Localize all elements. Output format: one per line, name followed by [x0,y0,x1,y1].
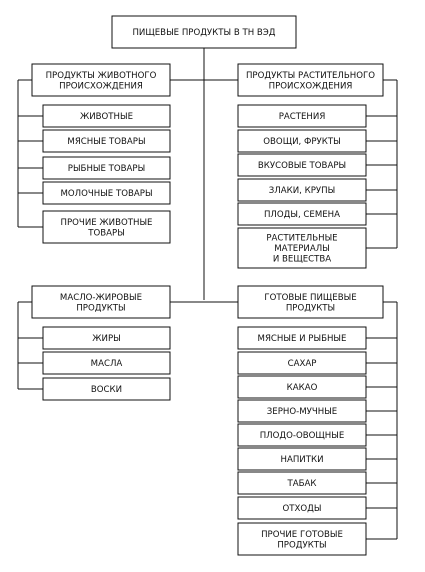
ready-group-header-label: ПРОДУКТЫ [286,303,335,313]
ready-item-box-label: ПЛОДО-ОВОЩНЫЕ [260,431,345,441]
fat-group-header-label: МАСЛО-ЖИРОВЫЕ [60,293,142,303]
ready-item-box-label: НАПИТКИ [280,455,323,465]
ready-item-box-label: МЯСНЫЕ И РЫБНЫЕ [258,334,347,344]
animal-item-box-label: ЖИВОТНЫЕ [80,112,133,122]
plant-item-box-label: ПЛОДЫ, СЕМЕНА [264,210,340,220]
plant-group-header [237,63,384,97]
fat-item-box-label: ЖИРЫ [92,334,120,344]
fat-group-header-label: ПРОДУКТЫ [76,303,125,313]
plant-item-box [237,202,367,226]
animal-item-box-label: РЫБНЫЕ ТОВАРЫ [68,164,145,174]
plant-group-header-label: ПРОДУКТЫ РАСТИТЕЛЬНОГО [246,71,375,81]
ready-item-box-label: ПРОДУКТЫ [277,540,326,550]
plant-item-box [237,129,367,153]
fat-item-box [42,351,171,375]
animal-item-box-label: МОЛОЧНЫЕ ТОВАРЫ [60,189,152,199]
animal-item-box-label: ТОВАРЫ [87,228,125,238]
ready-item-box [237,326,367,350]
plant-item-box-label: МАТЕРИАЛЫ [274,244,330,254]
plant-item-box-label: ОВОЩИ, ФРУКТЫ [263,137,340,147]
fat-item-box [42,377,171,401]
plant-item-box-label: РАСТЕНИЯ [279,112,326,122]
root-node-label: ПИЩЕВЫЕ ПРОДУКТЫ В ТН ВЭД [132,28,275,38]
ready-item-box [237,399,367,423]
plant-group-header-label: ПРОИСХОЖДЕНИЯ [269,81,353,91]
ready-item-box-label: ПРОЧИЕ ГОТОВЫЕ [261,530,343,540]
ready-item-box [237,351,367,375]
ready-item-box-label: ТАБАК [286,479,316,489]
animal-item-box-label: ПРОЧИЕ ЖИВОТНЫЕ [61,218,153,228]
plant-item-box-label: И ВЕЩЕСТВА [273,255,331,265]
animal-item-box [42,210,171,244]
ready-item-box-label: ОТХОДЫ [283,504,322,514]
ready-item-box-label: САХАР [288,359,317,369]
fat-item-box [42,326,171,350]
animal-group-header-label: ПРОДУКТЫ ЖИВОТНОГО [46,71,157,81]
ready-group-header-label: ГОТОВЫЕ ПИЩЕВЫЕ [264,293,356,303]
fat-item-box-label: ВОСКИ [91,385,122,395]
plant-item-box-label: ЗЛАКИ, КРУПЫ [269,186,335,196]
ready-item-box [237,522,367,556]
plant-item-box-label: ВКУСОВЫЕ ТОВАРЫ [258,161,346,171]
ready-item-box [237,375,367,399]
ready-item-box [237,423,367,447]
animal-item-box [42,156,171,180]
animal-item-box [42,181,171,205]
fat-group-header [31,285,171,319]
plant-item-box [237,104,367,128]
ready-item-box-label: КАКАО [287,383,318,393]
fat-item-box-label: МАСЛА [91,359,123,369]
plant-item-box [237,153,367,177]
ready-item-box [237,447,367,471]
animal-group-header [31,63,171,97]
animal-group-header-label: ПРОИСХОЖДЕНИЯ [59,81,143,91]
animal-item-box [42,104,171,128]
ready-group-header [237,285,384,319]
plant-item-box [237,227,367,269]
animal-item-box [42,129,171,153]
ready-item-box [237,471,367,495]
ready-item-box-label: ЗЕРНО-МУЧНЫЕ [267,407,337,417]
plant-item-box [237,178,367,202]
root-node [111,15,297,49]
animal-item-box-label: МЯСНЫЕ ТОВАРЫ [67,137,145,147]
plant-item-box-label: РАСТИТЕЛЬНЫЕ [266,234,337,244]
ready-item-box [237,496,367,520]
